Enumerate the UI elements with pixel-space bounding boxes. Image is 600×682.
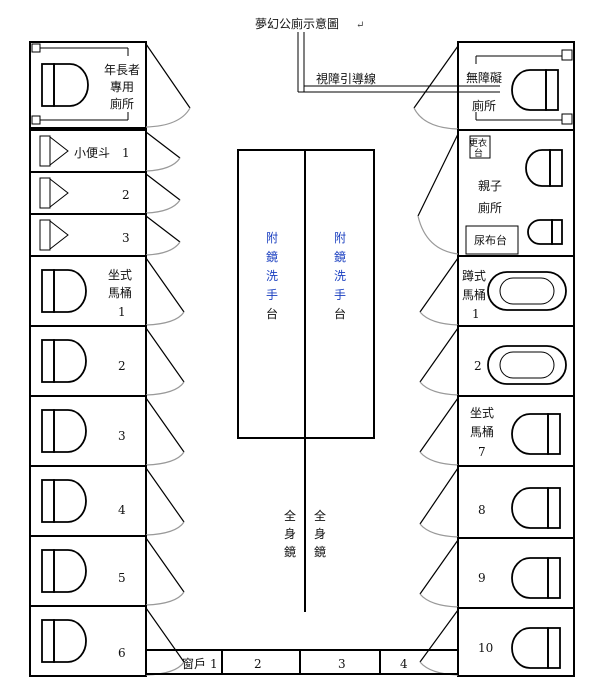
mirror-left-char-1: 全 [284, 508, 296, 523]
accessible-label-2: 廁所 [472, 98, 496, 113]
window-number-2: 2 [254, 657, 262, 671]
sink-left-char-3: 洗 [266, 269, 278, 283]
toilet-stall-9 [419, 537, 575, 609]
sink-counter [237, 149, 375, 612]
window-number-4: 4 [400, 657, 408, 671]
mirror-right-char-1: 全 [314, 508, 326, 523]
toilet-stall-8 [419, 465, 575, 539]
window-label: 窗戶 [182, 657, 206, 671]
changing-station [469, 135, 491, 159]
diagram-title: 夢幻公廁示意圖 [255, 16, 339, 31]
squat-label-2: 馬桶 [462, 287, 486, 302]
changing-station-label-1: 更衣 [469, 137, 487, 149]
sink-left-char-5: 台 [266, 306, 278, 321]
toilet-stall-1 [29, 255, 185, 327]
family-label-1: 親子 [478, 179, 502, 193]
mirror-right-char-2: 身 [314, 526, 326, 541]
toilet-number-9: 9 [478, 571, 486, 585]
changing-station-label-2: 台 [474, 147, 483, 159]
window-number-3: 3 [338, 657, 346, 671]
urinal-stall-3 [29, 213, 181, 257]
elderly-label-3: 廁所 [110, 96, 134, 111]
mirror-left-char-2: 身 [284, 526, 296, 541]
urinal-number-1: 1 [122, 146, 130, 160]
elderly-label-1: 年長者 [104, 63, 140, 77]
toilet-stall-6 [29, 605, 185, 677]
toilet-number-4: 4 [118, 503, 126, 517]
sink-right-char-5: 台 [334, 306, 346, 321]
sink-left-char-4: 手 [266, 288, 278, 302]
toilet-stall-2 [29, 325, 185, 397]
squat-stall-1 [419, 255, 575, 327]
sink-left-char-1: 附 [266, 231, 278, 245]
diaper-table-label: 尿布台 [474, 233, 507, 247]
mirror-right-char-3: 鏡 [314, 544, 326, 559]
sink-right-char-4: 手 [334, 288, 346, 302]
diaper-table [465, 225, 519, 255]
elderly-toilet-stall [29, 41, 191, 129]
toilet-number-1: 1 [118, 305, 126, 319]
sink-left-char-2: 鏡 [266, 249, 278, 264]
toilet-stall-4 [29, 465, 185, 537]
toilet-number-10: 10 [478, 641, 493, 655]
urinal-label: 小便斗 [74, 146, 110, 160]
paragraph-mark: ↵ [356, 20, 364, 31]
toilet-number-6: 6 [118, 646, 126, 660]
window-number-1: 1 [210, 657, 218, 671]
guide-line [297, 32, 500, 93]
window-strip [145, 649, 459, 675]
elderly-label-2: 專用 [110, 80, 134, 94]
toilet-stall-10 [419, 607, 575, 677]
urinal-number-3: 3 [122, 231, 130, 245]
toilet-number-8: 8 [478, 503, 486, 517]
squat-label-1: 蹲式 [462, 269, 486, 283]
guide-line-label: 視障引導線 [316, 71, 376, 86]
urinal-number-2: 2 [122, 188, 130, 202]
family-label-2: 廁所 [478, 200, 502, 215]
toilet-number-3: 3 [118, 429, 126, 443]
toilet-stall-5 [29, 535, 185, 607]
squat-number-2: 2 [474, 359, 482, 373]
toilet-number-5: 5 [118, 571, 126, 585]
sink-right-char-2: 鏡 [334, 249, 346, 264]
accessible-label-1: 無障礙 [466, 70, 502, 85]
urinal-stall-2 [29, 171, 181, 215]
squat-stall-2 [419, 325, 575, 397]
squat-number-1: 1 [472, 307, 480, 321]
mirror-left-char-3: 鏡 [284, 544, 296, 559]
sink-right-char-1: 附 [334, 231, 346, 245]
toilet-stall-7 [419, 395, 575, 467]
toilet-number-2: 2 [118, 359, 126, 373]
sitting-label-right-2: 馬桶 [470, 424, 494, 439]
toilet-number-7: 7 [478, 445, 486, 459]
sink-right-char-3: 洗 [334, 269, 346, 283]
sitting-label-left-2: 馬桶 [108, 285, 132, 300]
toilet-stall-3 [29, 395, 185, 467]
sitting-label-right-1: 坐式 [470, 406, 494, 420]
sitting-label-left-1: 坐式 [108, 268, 132, 282]
